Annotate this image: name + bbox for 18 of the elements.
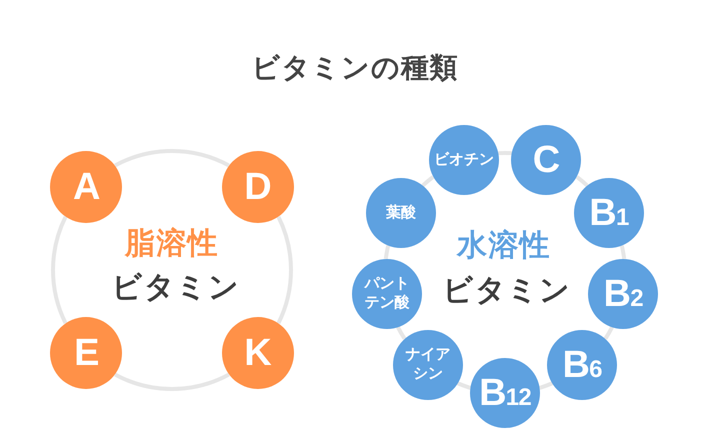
ring-arc bbox=[539, 381, 554, 390]
ring-arc bbox=[620, 245, 626, 260]
ring-arc bbox=[276, 216, 293, 324]
ring-arc bbox=[51, 216, 68, 324]
ring-arc bbox=[604, 326, 614, 340]
category-label: ビタミン bbox=[442, 273, 572, 309]
category-label: ビタミン bbox=[112, 270, 240, 306]
category-heading: 脂溶性 bbox=[125, 226, 219, 262]
ring-arc bbox=[456, 381, 471, 390]
ring-arc bbox=[384, 245, 390, 260]
category-heading: 水溶性 bbox=[457, 228, 551, 264]
ring-arc bbox=[421, 175, 434, 188]
ring-arc bbox=[498, 151, 512, 156]
ring-arc bbox=[576, 175, 589, 188]
title: ビタミンの種類 bbox=[252, 54, 458, 82]
ring-arc bbox=[114, 149, 230, 168]
ring-arc bbox=[396, 326, 406, 340]
ring-arc bbox=[114, 372, 230, 391]
